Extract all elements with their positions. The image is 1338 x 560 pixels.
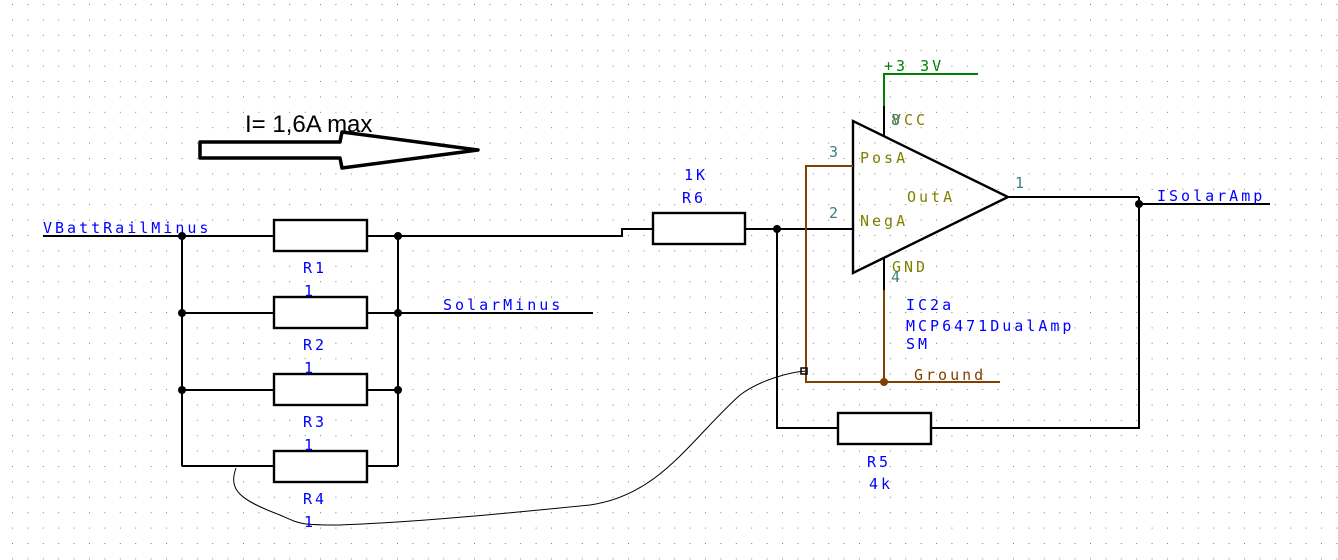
- r2-ref: R2: [303, 336, 327, 354]
- r3-ref: R3: [303, 413, 327, 431]
- net-label-solar-minus[interactable]: SolarMinus: [443, 296, 563, 314]
- resistor-r6[interactable]: [651, 211, 747, 246]
- r5-ref: R5: [867, 453, 891, 471]
- pin-num-2: 2: [829, 204, 841, 222]
- pin-num-1: 1: [1015, 174, 1027, 192]
- pin-name-posa: PosA: [860, 149, 908, 167]
- net-label-vbatt-rail-minus[interactable]: VBattRailMinus: [43, 219, 211, 237]
- r4-ref: R4: [303, 490, 327, 508]
- net-label-supply[interactable]: +3_3V: [884, 57, 944, 75]
- ratsnest-endpoint-icon: [800, 367, 808, 375]
- pin-name-vcc: VCC: [892, 111, 928, 129]
- r1-value: 1: [304, 282, 316, 300]
- resistor-r3[interactable]: [272, 372, 369, 407]
- junctions: [178, 200, 1143, 394]
- r3-value: 1: [304, 436, 316, 454]
- current-annotation[interactable]: I= 1,6A max: [198, 111, 480, 170]
- opamp-ic2a[interactable]: [810, 106, 1270, 290]
- current-annotation-text: I= 1,6A max: [245, 111, 372, 138]
- resistor-r2[interactable]: [272, 295, 369, 330]
- net-label-ground[interactable]: Ground: [914, 366, 986, 384]
- pin-name-outa: OutA: [907, 188, 955, 206]
- opamp-package: SM: [906, 335, 930, 353]
- net-label-isolar-amp[interactable]: ISolarAmp: [1157, 187, 1265, 205]
- resistor-r1[interactable]: [272, 218, 369, 253]
- pin-num-8: 8: [891, 111, 903, 129]
- r2-value: 1: [304, 359, 316, 377]
- pin-num-4: 4: [891, 268, 903, 286]
- opamp-ref: IC2a: [906, 296, 954, 314]
- r4-value: 1: [304, 513, 316, 531]
- r5-value: 4k: [869, 475, 893, 493]
- pin-num-3: 3: [829, 143, 841, 161]
- ratsnest-line: [233, 370, 807, 526]
- resistor-r5[interactable]: [836, 411, 933, 446]
- pin-name-nega: NegA: [860, 212, 908, 230]
- wires-resistor-bank: [43, 228, 653, 467]
- r6-value: 1K: [684, 166, 708, 184]
- opamp-triangle-icon: [851, 119, 1011, 275]
- r6-ref: R6: [682, 189, 706, 207]
- current-arrow-icon: [198, 130, 480, 170]
- resistor-r4[interactable]: [272, 449, 369, 484]
- opamp-part: MCP6471DualAmp: [906, 317, 1074, 335]
- r1-ref: R1: [303, 259, 327, 277]
- pin-name-gnd: GND: [892, 258, 928, 276]
